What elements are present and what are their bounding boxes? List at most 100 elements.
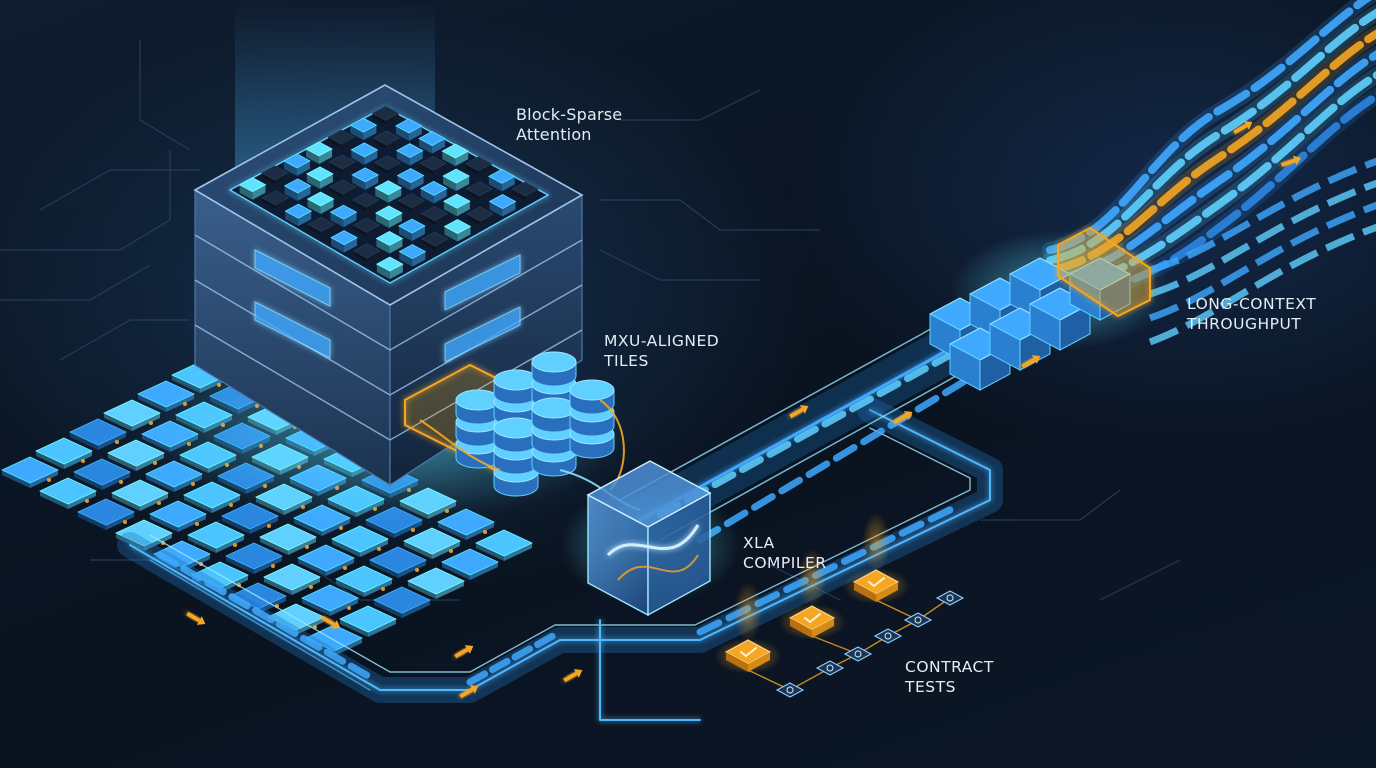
grid-tile-side-right xyxy=(394,520,422,538)
attention-block-side-left xyxy=(488,176,502,192)
attention-block xyxy=(328,154,356,170)
grid-connector-dot xyxy=(343,566,347,570)
grid-connector-dot xyxy=(381,587,385,591)
grid-tile-side-right xyxy=(470,562,498,580)
grid-tile-side-left xyxy=(298,558,326,576)
loop-segment xyxy=(323,648,347,665)
attention-block-side-left xyxy=(239,184,253,200)
attention-block-side-left xyxy=(284,185,298,201)
flow-arrow xyxy=(1021,355,1041,369)
attention-block-side-right xyxy=(478,163,492,175)
grid-tile xyxy=(475,529,533,557)
attention-block-side-left xyxy=(442,151,456,167)
loop-segment xyxy=(696,619,723,636)
grid-tile-side-right xyxy=(178,514,206,532)
ribbon-lane xyxy=(1148,201,1376,322)
attention-block-side-right xyxy=(319,148,333,164)
contract-tests-cluster xyxy=(714,512,965,698)
loop-segment xyxy=(489,657,511,673)
check-badge-side xyxy=(748,652,770,672)
attention-block-side-left xyxy=(420,188,434,204)
attention-block xyxy=(394,118,423,134)
attention-block-side-right xyxy=(365,199,379,211)
grid-connector-dot xyxy=(411,528,415,532)
tower-window-slot xyxy=(444,254,521,311)
tower-window-slot xyxy=(444,306,521,363)
attention-block-side-left xyxy=(397,175,411,191)
attention-block xyxy=(375,256,404,272)
attention-block xyxy=(397,193,426,209)
attention-block xyxy=(421,231,449,247)
grid-tile xyxy=(263,563,321,591)
main-segment xyxy=(766,440,792,458)
grid-tile-side-left xyxy=(442,562,470,580)
attention-block-side-left xyxy=(395,125,409,141)
loop-segment xyxy=(534,632,556,648)
flow-arrow-head xyxy=(573,669,583,678)
grid-connector-dot xyxy=(377,547,381,551)
bundle-block-front xyxy=(989,323,1021,371)
mxu-tile-top xyxy=(531,397,577,419)
attention-block-side-left xyxy=(421,213,435,225)
ribbon-lane xyxy=(1148,223,1376,346)
flow-arrow-shaft xyxy=(789,407,804,419)
attention-block xyxy=(464,156,493,172)
attention-block-side-left xyxy=(375,187,389,203)
attention-block-side-right xyxy=(252,184,266,200)
attention-block xyxy=(330,230,358,246)
attention-block-side-left xyxy=(283,160,297,176)
grid-tile-side-left xyxy=(150,514,178,532)
attention-block xyxy=(329,179,357,195)
main-segment xyxy=(821,410,847,428)
attention-block xyxy=(487,168,516,184)
attention-block-side-right xyxy=(366,225,380,237)
main-segment xyxy=(794,425,819,443)
loop-segment xyxy=(180,565,203,582)
label-block-sparse-line2: Attention xyxy=(516,125,592,144)
grid-tile xyxy=(149,500,207,528)
attention-block-side-right xyxy=(433,188,447,204)
grid-tile-side-right xyxy=(330,598,358,616)
attention-block-side-left xyxy=(262,197,276,209)
flow-arrow-shaft xyxy=(321,615,336,627)
attention-block xyxy=(419,180,448,196)
attention-block-side-right xyxy=(434,239,448,251)
attention-block xyxy=(442,168,471,184)
grid-connector-dot xyxy=(271,564,275,568)
grid-tile xyxy=(73,458,131,486)
flow-arrow xyxy=(454,645,474,659)
check-badge-icon xyxy=(740,647,757,658)
grid-tile-side-right xyxy=(106,512,134,530)
grid-tile-side-left xyxy=(226,556,254,574)
attention-block xyxy=(488,194,517,209)
grid-tile xyxy=(335,565,393,593)
attention-block-side-left xyxy=(465,163,479,175)
grid-tile-side-left xyxy=(222,516,250,534)
attention-block xyxy=(419,155,447,171)
attention-block-side-left xyxy=(373,137,387,149)
attention-block xyxy=(375,230,404,246)
attention-block xyxy=(441,143,470,159)
grid-connector-dot xyxy=(339,526,343,530)
attention-block xyxy=(329,204,358,220)
attention-block xyxy=(511,181,539,197)
check-badge-side xyxy=(876,582,898,602)
flow-arrow xyxy=(459,685,479,699)
grid-tile-side-right xyxy=(102,472,130,490)
main-segment xyxy=(876,380,902,398)
attention-block-side-right xyxy=(455,151,469,167)
attention-block-side-left xyxy=(376,264,390,280)
ribbon-lane xyxy=(1149,157,1376,274)
attention-block-side-left xyxy=(350,125,364,141)
loop-segment xyxy=(204,579,227,596)
tower-window-slot xyxy=(254,249,331,307)
tower-layer-seam xyxy=(194,234,583,351)
attention-block-side-left xyxy=(353,225,367,237)
flow-arrow xyxy=(893,411,913,425)
grid-tile-side-right xyxy=(402,600,430,618)
flow-arrow xyxy=(789,405,809,419)
attention-block-side-left xyxy=(374,162,388,174)
attention-block-side-left xyxy=(443,201,457,217)
main-segment xyxy=(849,395,874,413)
